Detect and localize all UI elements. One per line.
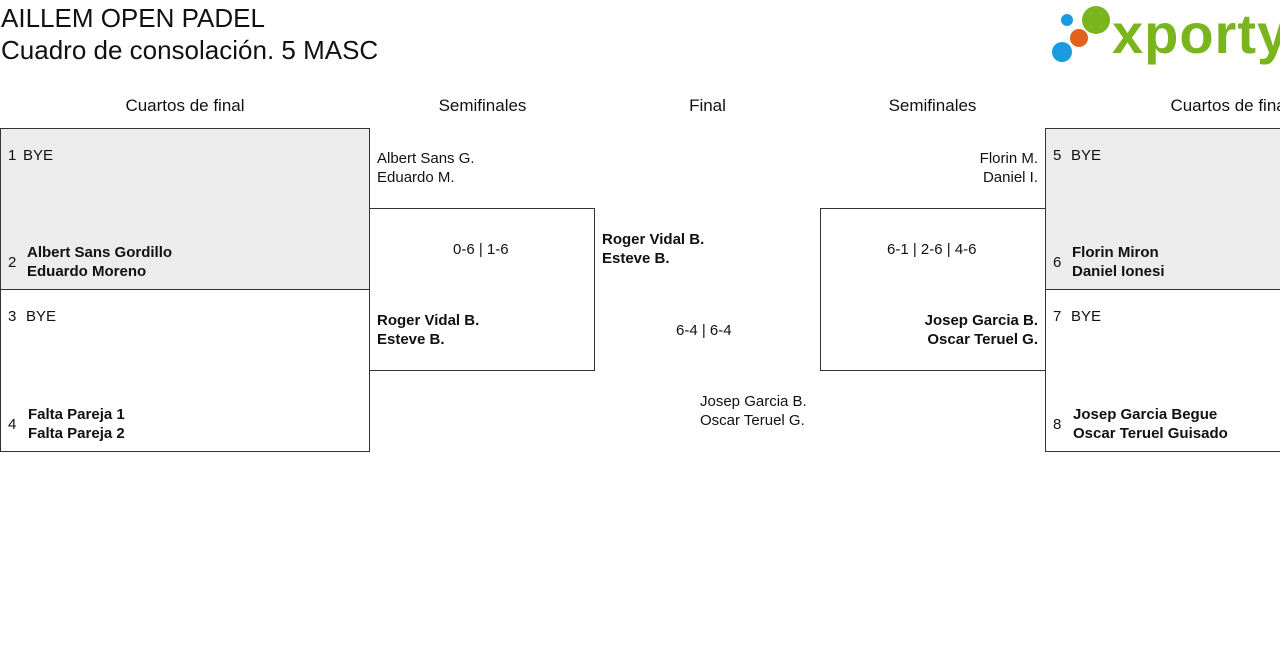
- team-line: Oscar Teruel Guisado: [1073, 425, 1228, 442]
- team-entry: Josep Garcia B. Oscar Teruel G.: [700, 392, 807, 430]
- match-score: 6-4 | 6-4: [676, 322, 732, 339]
- team-entry: Albert Sans Gordillo Eduardo Moreno: [27, 243, 172, 281]
- team-entry: Falta Pareja 1 Falta Pareja 2: [28, 405, 125, 443]
- team-line: Eduardo Moreno: [27, 263, 147, 280]
- right-quarter-match-1: [1045, 128, 1280, 290]
- team-entry: Roger Vidal B. Esteve B.: [377, 311, 479, 349]
- round-header-right-semis: Semifinales: [888, 96, 977, 115]
- seed-number: 4: [8, 416, 17, 433]
- team-line: Roger Vidal B.: [377, 312, 480, 329]
- team-line: Florin M.: [979, 150, 1038, 167]
- team-line: Daniel I.: [982, 169, 1038, 186]
- seed-number: 7: [1053, 308, 1062, 325]
- logo-dot-orange: [1070, 29, 1088, 47]
- round-header-left-semis: Semifinales: [438, 96, 527, 115]
- team-entry: BYE: [1071, 307, 1101, 326]
- team-line: Eduardo M.: [377, 169, 455, 186]
- logo-dot-green: [1082, 6, 1110, 34]
- bracket-subtitle: Cuadro de consolación. 5 MASC: [1, 35, 379, 65]
- team-line: Josep Garcia Begue: [1073, 406, 1218, 423]
- team-line: BYE: [23, 147, 54, 164]
- team-line: BYE: [26, 308, 57, 325]
- logo-dot-blue-top: [1061, 14, 1073, 26]
- team-line: Esteve B.: [377, 331, 445, 348]
- team-line: Florin Miron: [1072, 244, 1159, 261]
- right-quarter-match-2: [1045, 289, 1280, 452]
- xporty-logo: xporty: [1050, 4, 1280, 68]
- team-line: Oscar Teruel G.: [927, 331, 1038, 348]
- round-header-right-quarters: Cuartos de final: [1170, 96, 1280, 115]
- team-line: Falta Pareja 2: [28, 425, 125, 442]
- match-score: 0-6 | 1-6: [453, 241, 509, 258]
- logo-wordmark: xporty: [1112, 2, 1280, 65]
- team-entry: BYE: [23, 146, 53, 165]
- team-line: Albert Sans G.: [377, 150, 475, 167]
- seed-number: 5: [1053, 147, 1062, 164]
- seed-number: 3: [8, 308, 17, 325]
- seed-number: 8: [1053, 416, 1062, 433]
- team-entry: Josep Garcia B. Oscar Teruel G.: [925, 311, 1038, 349]
- round-header-final: Final: [689, 96, 726, 115]
- tournament-title: AILLEM OPEN PADEL: [1, 3, 265, 33]
- seed-number: 6: [1053, 254, 1062, 271]
- logo-dot-blue-bottom: [1052, 42, 1072, 62]
- team-line: Daniel Ionesi: [1072, 263, 1165, 280]
- team-line: Falta Pareja 1: [28, 406, 125, 423]
- round-header-left-quarters: Cuartos de final: [125, 96, 245, 115]
- team-line: Josep Garcia B.: [700, 393, 807, 410]
- team-entry: BYE: [26, 307, 56, 326]
- seed-number: 2: [8, 254, 17, 271]
- team-line: Josep Garcia B.: [924, 312, 1038, 329]
- team-entry: BYE: [1071, 146, 1101, 165]
- team-line: BYE: [1071, 147, 1102, 164]
- left-quarter-match-1: [0, 128, 370, 290]
- team-entry: Roger Vidal B. Esteve B.: [602, 230, 704, 268]
- team-line: Roger Vidal B.: [602, 231, 705, 248]
- team-entry: Florin M. Daniel I.: [980, 149, 1038, 187]
- seed-number: 1: [8, 147, 17, 164]
- team-line: Oscar Teruel G.: [700, 412, 805, 429]
- team-entry: Albert Sans G. Eduardo M.: [377, 149, 475, 187]
- team-entry: Josep Garcia Begue Oscar Teruel Guisado: [1073, 405, 1228, 443]
- team-line: BYE: [1071, 308, 1102, 325]
- team-line: Albert Sans Gordillo: [27, 244, 173, 261]
- team-line: Esteve B.: [602, 250, 670, 267]
- left-semi-match: [369, 208, 595, 371]
- match-score: 6-1 | 2-6 | 4-6: [887, 241, 977, 258]
- team-entry: Florin Miron Daniel Ionesi: [1072, 243, 1165, 281]
